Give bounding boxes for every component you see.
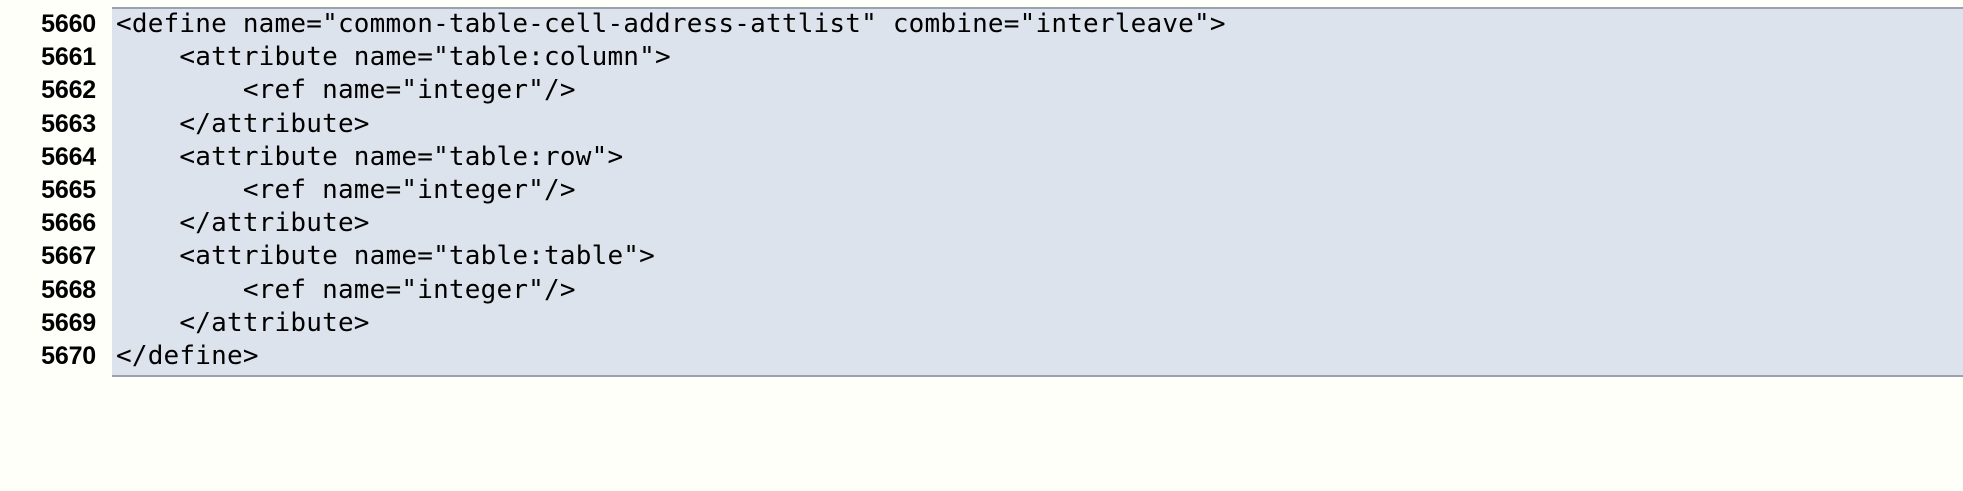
listing-top-rule (112, 7, 1963, 9)
line-number: 5665 (41, 175, 96, 204)
line-number: 5662 (41, 76, 96, 105)
line-number: 5669 (41, 308, 96, 337)
code-line-list: 5660 <define name="common-table-cell-addr… (0, 8, 1963, 373)
code-line: 5661 <attribute name="table:column"> (0, 41, 1963, 74)
code-line: 5665 <ref name="integer"/> (0, 174, 1963, 207)
code-line: 5664 <attribute name="table:row"> (0, 141, 1963, 174)
line-number: 5660 (41, 10, 96, 38)
line-number: 5667 (41, 242, 96, 271)
code-line: 5662 <ref name="integer"/> (0, 74, 1963, 107)
code-line: 5660 <define name="common-table-cell-addr… (0, 8, 1963, 41)
line-code: </attribute> (116, 108, 370, 139)
code-line: 5666 </attribute> (0, 207, 1963, 240)
line-number: 5666 (41, 209, 96, 238)
line-number: 5663 (41, 109, 96, 138)
line-code: </attribute> (116, 208, 370, 239)
line-code: <ref name="integer"/> (116, 174, 576, 205)
line-code: <attribute name="table:row"> (116, 141, 624, 172)
line-code: <ref name="integer"/> (116, 274, 576, 305)
line-code: <define name="common-table-cell-address-… (116, 9, 1226, 39)
code-line: 5663 </attribute> (0, 108, 1963, 141)
line-number: 5661 (41, 43, 96, 72)
line-number: 5670 (41, 341, 96, 370)
line-code: </attribute> (116, 307, 370, 338)
line-code: <attribute name="table:table"> (116, 241, 656, 272)
code-line: 5670 </define> (0, 340, 1963, 373)
line-code: <ref name="integer"/> (116, 75, 576, 106)
code-background-panel (112, 8, 1963, 377)
line-number: 5664 (41, 142, 96, 171)
line-code: <attribute name="table:column"> (116, 42, 671, 73)
code-line: 5669 </attribute> (0, 307, 1963, 340)
line-number: 5668 (41, 275, 96, 304)
code-line: 5667 <attribute name="table:table"> (0, 240, 1963, 273)
listing-bottom-rule (112, 375, 1963, 377)
line-code: </define> (116, 340, 259, 371)
code-line: 5668 <ref name="integer"/> (0, 274, 1963, 307)
